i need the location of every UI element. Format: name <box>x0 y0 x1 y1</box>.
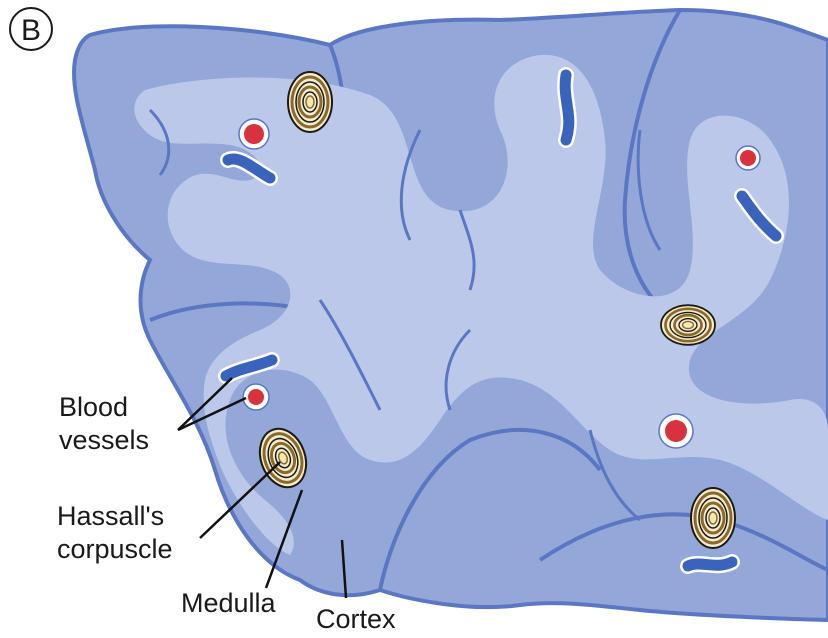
panel-letter-badge: B <box>10 8 52 50</box>
label-blood-vessels-line2: vessels <box>59 425 149 455</box>
artery <box>659 414 693 448</box>
hassalls-corpuscle <box>691 488 735 548</box>
label-medulla: Medulla <box>181 588 277 618</box>
label-hassalls-line2: corpuscle <box>57 534 173 564</box>
label-hassalls-line1: Hassall's <box>57 501 164 531</box>
hassalls-corpuscle <box>288 72 332 132</box>
hassalls-corpuscle <box>661 305 715 345</box>
vein <box>565 75 569 140</box>
artery <box>243 384 269 410</box>
artery <box>736 146 760 170</box>
panel-letter: B <box>21 14 41 47</box>
vein <box>688 562 732 566</box>
artery <box>239 119 269 149</box>
label-blood-vessels-line1: Blood <box>59 392 128 422</box>
label-cortex: Cortex <box>316 604 396 634</box>
